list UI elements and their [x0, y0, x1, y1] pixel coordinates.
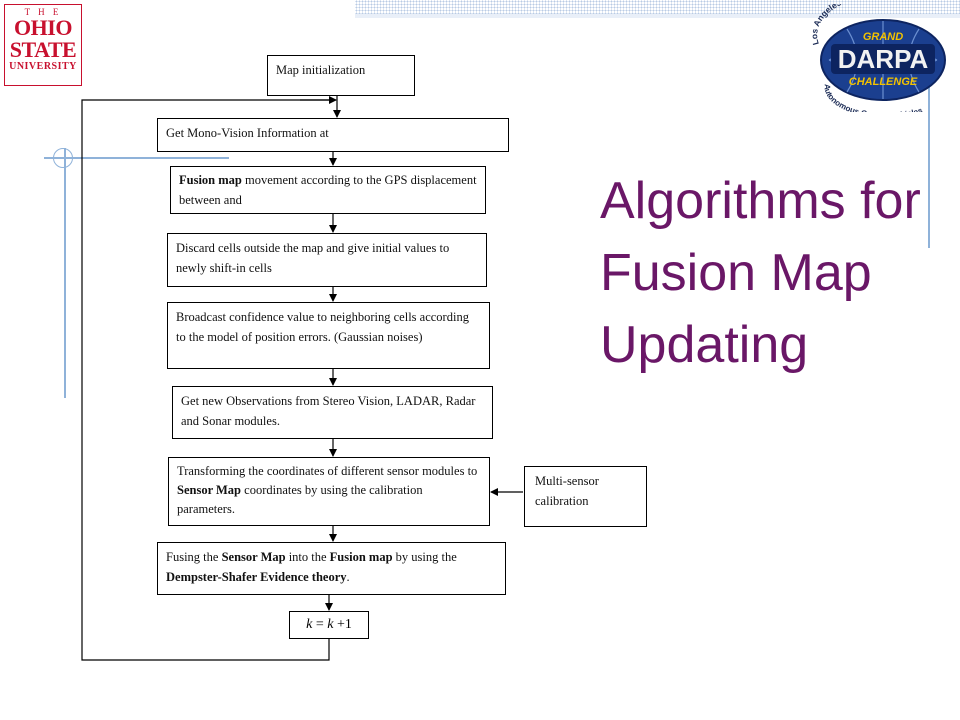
top-band-shade	[355, 14, 960, 18]
step-fusing-sensor-map: Fusing the Sensor Map into the Fusion ma…	[157, 542, 506, 595]
step-8-bold-2: Fusion map	[329, 550, 393, 564]
osu-logo-university: UNIVERSITY	[9, 61, 77, 72]
step-discard-cells: Discard cells outside the map and give i…	[167, 233, 487, 287]
step-8-label-a: Fusing the	[166, 550, 222, 564]
slide-title: Algorithms for Fusion Map Updating	[600, 172, 921, 374]
darpa-logo-grand: GRAND	[863, 31, 903, 43]
step-broadcast-confidence: Broadcast confidence value to neighborin…	[167, 302, 490, 369]
step-8-label-d: .	[346, 570, 350, 584]
step-transforming-coordinates: Transforming the coordinates of differen…	[168, 457, 490, 526]
step-get-new-observations: Get new Observations from Stereo Vision,…	[172, 386, 493, 439]
step-4-label: Discard cells outside the map and give i…	[176, 241, 450, 275]
step-7-label-b: coordinates by using the calibration par…	[177, 483, 423, 516]
k-var-2: k	[327, 617, 334, 632]
multi-sensor-calibration: Multi-sensor calibration	[524, 466, 647, 527]
k-var-1: k	[306, 617, 313, 632]
k-eq: =	[312, 617, 328, 632]
osu-logo: T H E OHIO STATE UNIVERSITY	[4, 4, 82, 86]
step-6-label: Get new Observations from Stereo Vision,…	[181, 394, 476, 428]
darpa-grand-challenge-logo: Los Angeles to Las Vegas 2004 GRAND DARP…	[809, 4, 946, 112]
osu-logo-state: STATE	[9, 37, 77, 62]
side-label: Multi-sensor calibration	[535, 474, 599, 508]
top-dotted-band	[355, 0, 960, 14]
step-1-label: Map initialization	[276, 63, 366, 77]
osu-logo-the: T H E	[24, 7, 62, 17]
step-8-bold-1: Sensor Map	[221, 550, 286, 564]
step-7-label-a: Transforming the coordinates of differen…	[177, 464, 478, 478]
left-decor-hline	[44, 157, 229, 159]
step-7-bold: Sensor Map	[177, 483, 242, 497]
k-plus: +1	[333, 617, 352, 632]
step-5-label: Broadcast confidence value to neighborin…	[176, 310, 469, 344]
step-8-label-c: by using the	[392, 550, 457, 564]
step-3-label: movement according to the GPS displaceme…	[179, 173, 477, 207]
loop-back-line	[81, 99, 330, 661]
step-fusion-map-movement: Fusion map movement according to the GPS…	[170, 166, 486, 214]
darpa-logo-challenge: CHALLENGE	[849, 76, 918, 88]
step-2-label: Get Mono-Vision Information at	[166, 126, 329, 140]
osu-logo-ohio: OHIO	[14, 15, 72, 40]
step-8-label-b: into the	[285, 550, 330, 564]
right-decor-line	[928, 70, 930, 248]
step-3-bold: Fusion map	[179, 173, 242, 187]
step-get-mono-vision: Get Mono-Vision Information at	[157, 118, 509, 152]
step-map-initialization: Map initialization	[267, 55, 415, 96]
left-decor-ring	[53, 148, 73, 168]
left-decor-line	[64, 148, 66, 398]
darpa-logo-name: DARPA	[838, 44, 929, 74]
step-increment-k: k = k +1	[289, 611, 369, 639]
step-8-bold-3: Dempster-Shafer Evidence theory	[166, 570, 347, 584]
